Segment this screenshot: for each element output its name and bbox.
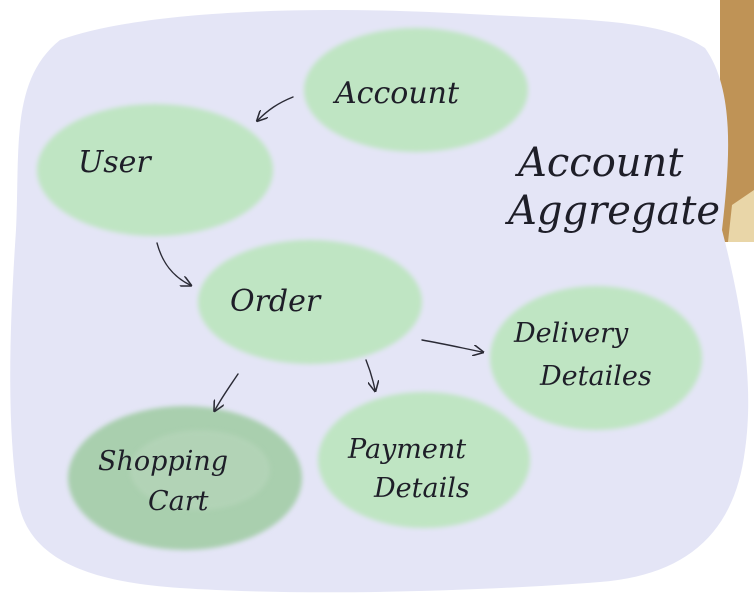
user-label: User: [78, 145, 152, 180]
shopping-cart-label-line1: Shopping: [98, 446, 228, 477]
arrow-order-to-shopping-cart: [215, 373, 239, 410]
arrow-account-to-user: [258, 96, 294, 120]
order-node: [198, 240, 422, 364]
payment-label-line2: Details: [373, 473, 470, 504]
order-label: Order: [230, 284, 322, 319]
arrow-order-to-payment: [365, 359, 375, 390]
account-node: [304, 28, 528, 152]
cork-board-corner: [720, 0, 754, 242]
shopping-cart-node-highlight: [130, 430, 270, 510]
title-line2: Aggregate: [504, 188, 720, 234]
payment-node: [318, 392, 530, 528]
shopping-cart-label-line2: Cart: [148, 486, 209, 517]
payment-label-line1: Payment: [347, 434, 466, 465]
delivery-label-line1: Delivery: [513, 318, 629, 349]
user-node: [37, 104, 273, 236]
arrow-user-to-order: [156, 242, 190, 285]
delivery-node: [490, 286, 702, 430]
account-label: Account: [332, 76, 460, 111]
arrow-order-to-delivery: [421, 339, 482, 352]
delivery-label-line2: Detailes: [539, 361, 652, 392]
title-line1: Account: [514, 140, 684, 186]
